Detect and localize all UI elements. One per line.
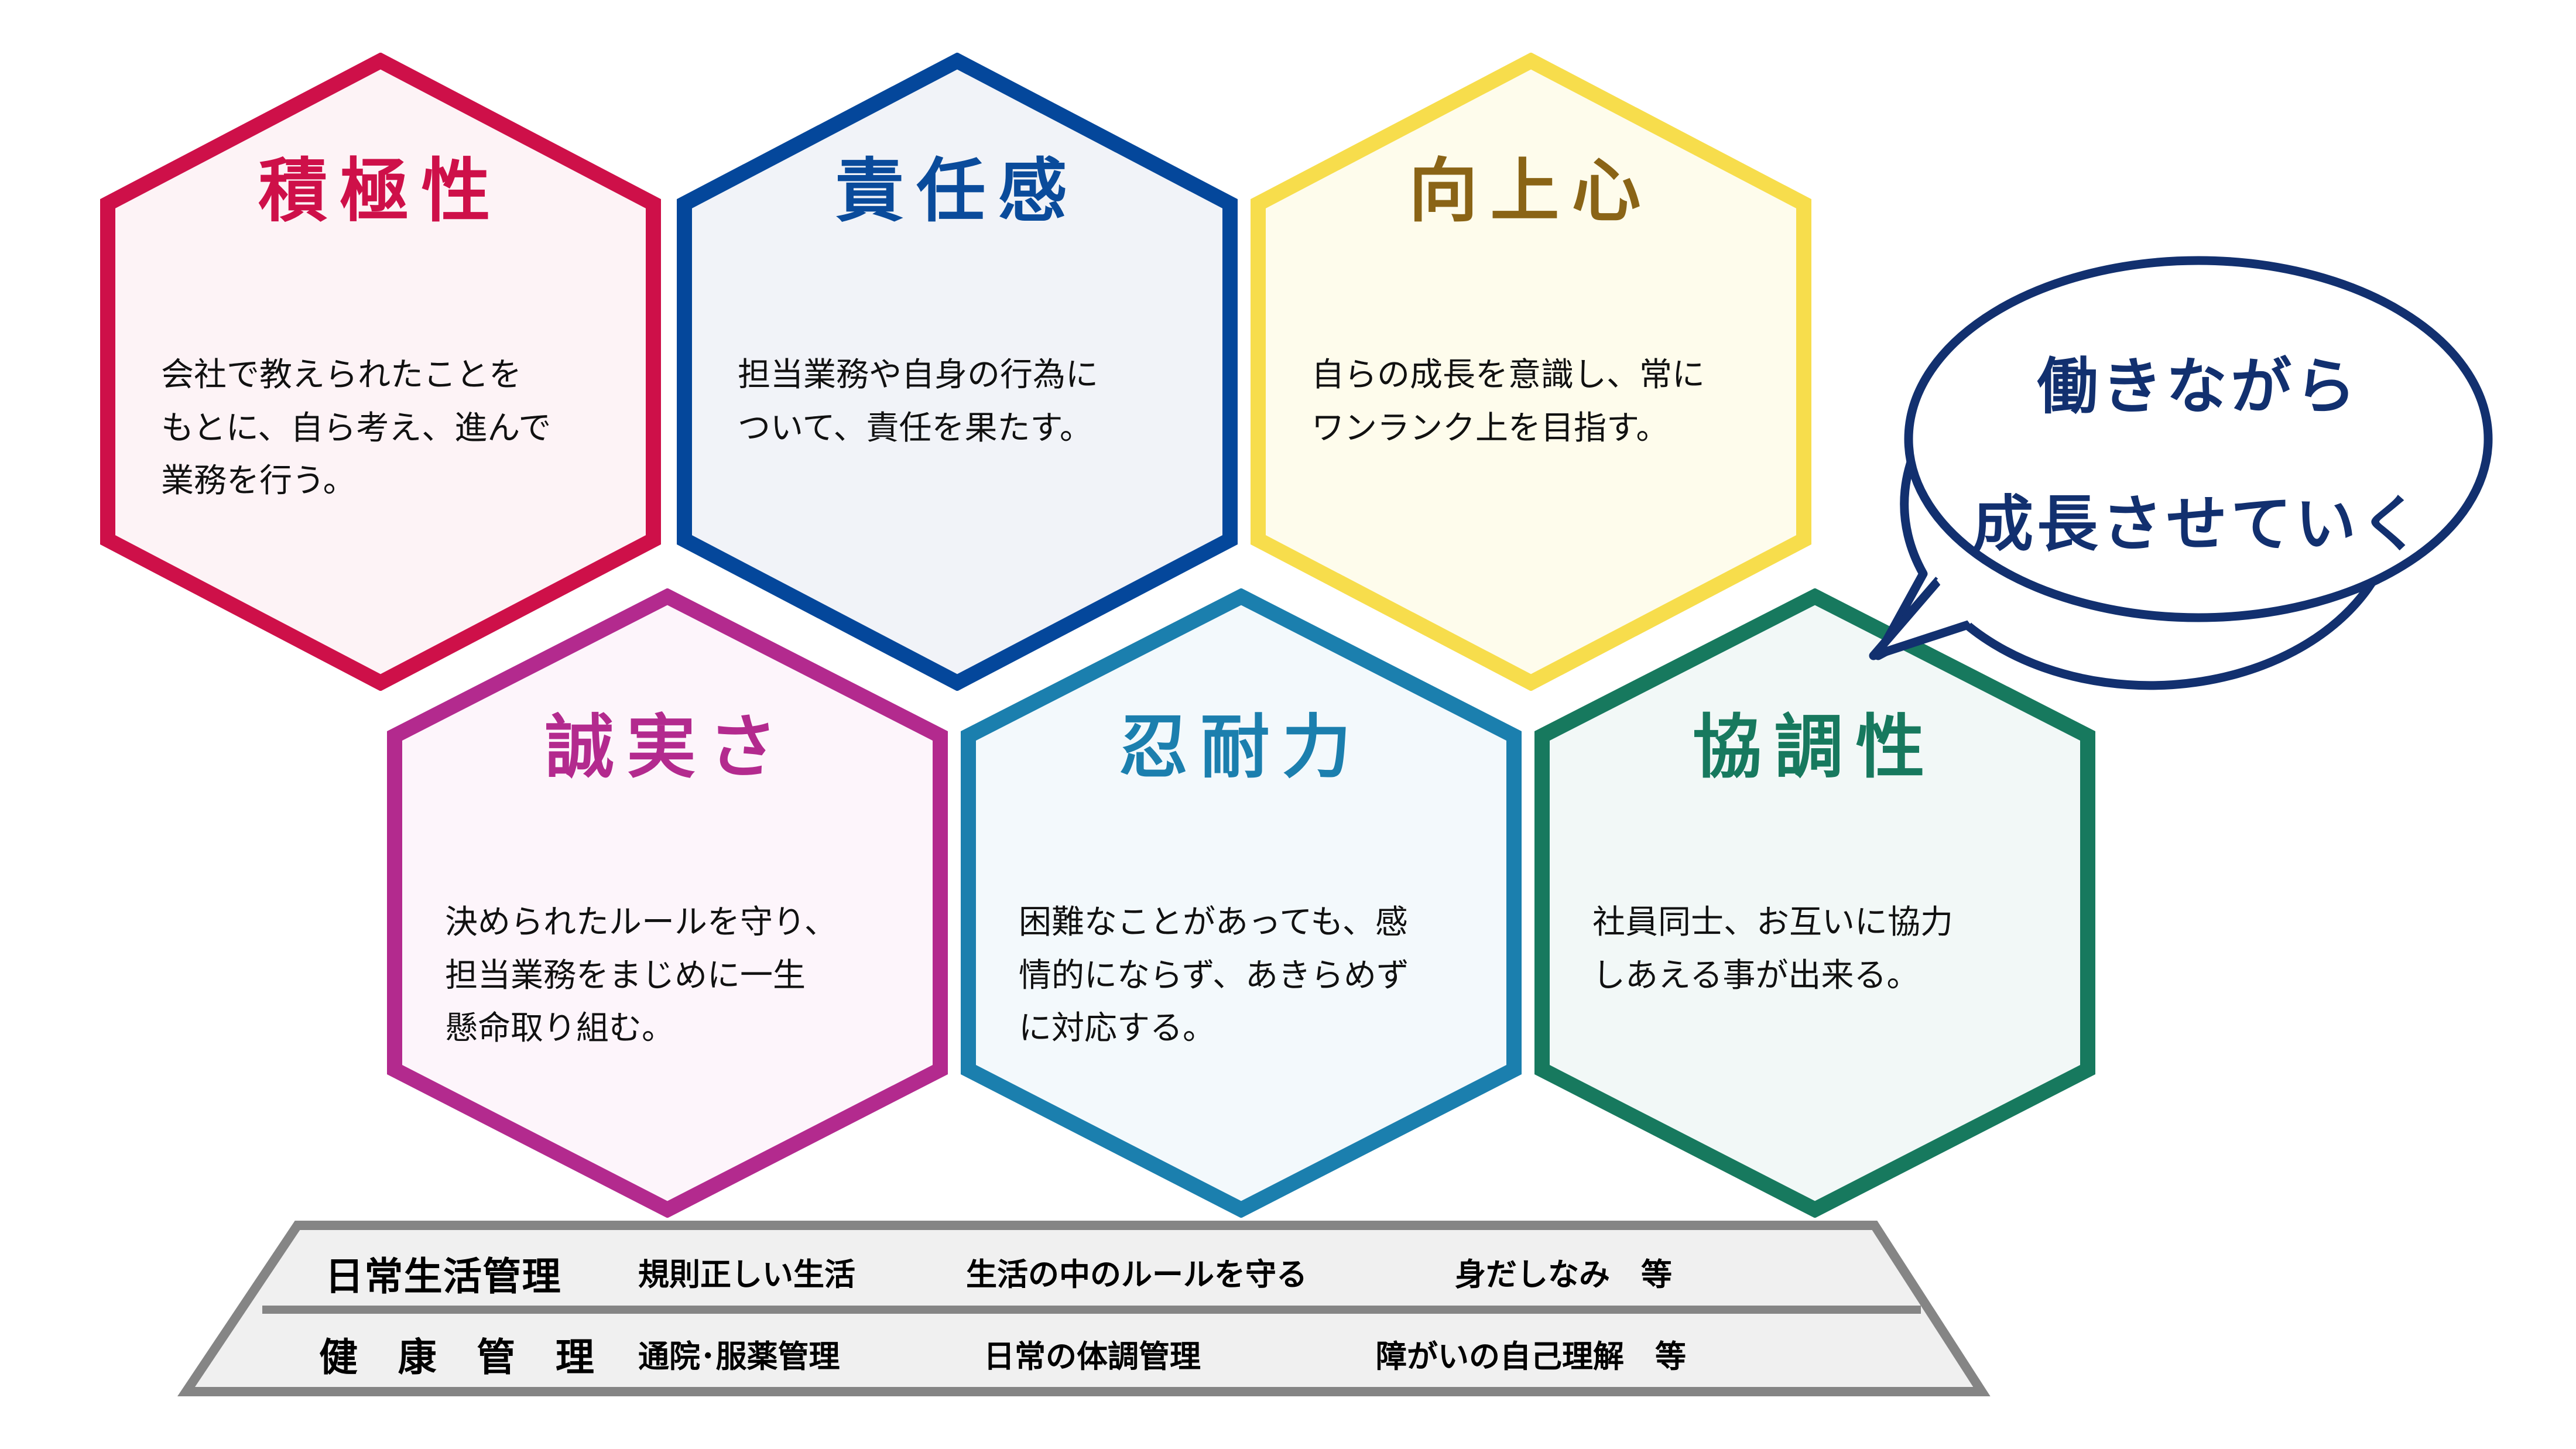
- banner-shape: [177, 1221, 1991, 1396]
- hexagon-title: 協調性: [1693, 709, 1937, 786]
- banner-row-item: 日常の体調管理: [984, 1340, 1201, 1374]
- desc-line: 決められたルールを守り、: [445, 903, 837, 940]
- banner-row-item: 障がいの自己理解 等: [1376, 1340, 1686, 1374]
- hexagon-title: 忍耐力: [1119, 709, 1364, 786]
- speech-bubble: 働きながら 成長させていく: [1815, 246, 2576, 691]
- hexagon-shape: [387, 588, 948, 1218]
- hexagon-nintairyoku[interactable]: 忍耐力 困難なことがあっても、感 情的にならず、あきらめず に対応する。: [960, 588, 1522, 1218]
- hexagon-title: 責任感: [835, 153, 1080, 230]
- hexagon-description: 困難なことがあっても、感 情的にならず、あきらめず に対応する。: [1019, 896, 1478, 1055]
- desc-line: 業務を行う。: [161, 462, 356, 499]
- banner-row-label: 健 康 管 理: [319, 1335, 595, 1379]
- banner-row-item: 生活の中のルールを守る: [966, 1258, 1307, 1292]
- desc-line: 懸命取り組む。: [445, 1009, 674, 1047]
- banner-row-label: 日常生活管理: [325, 1255, 561, 1298]
- hexagon-kyochosei[interactable]: 協調性 社員同士、お互いに協力 しあえる事が出来る。: [1534, 588, 2096, 1218]
- hexagon-title: 向上心: [1409, 153, 1653, 230]
- desc-line: しあえる事が出来る。: [1592, 956, 1920, 994]
- speech-bubble-shape: [1869, 256, 2493, 690]
- hexagon-sekkyokusei[interactable]: 積極性 会社で教えられたことを もとに、自ら考え、進んで 業務を行う。: [100, 53, 662, 691]
- banner-row-daily-living: 日常生活管理 規則正しい生活 生活の中のルールを守る 身だしなみ 等: [176, 1232, 1996, 1306]
- desc-line: 困難なことがあっても、感: [1019, 903, 1408, 940]
- desc-line: 担当業務や自身の行為に: [738, 356, 1098, 393]
- hexagon-kojoshin[interactable]: 向上心 自らの成長を意識し、常に ワンランク上を目指す。: [1250, 53, 1812, 691]
- bottom-banner: 日常生活管理 規則正しい生活 生活の中のルールを守る 身だしなみ 等 健 康 管…: [176, 1221, 1996, 1408]
- hexagon-seijitsusa[interactable]: 誠実さ 決められたルールを守り、 担当業務をまじめに一生 懸命取り組む。: [386, 588, 948, 1218]
- desc-line: ついて、責任を果たす。: [738, 409, 1092, 446]
- hexagon-shape: [677, 53, 1238, 691]
- desc-line: 自らの成長を意識し、常に: [1311, 356, 1705, 393]
- hexagon-sekininkan[interactable]: 責任感 担当業務や自身の行為に ついて、責任を果たす。: [676, 53, 1238, 691]
- desc-line: 情的にならず、あきらめず: [1019, 956, 1409, 994]
- desc-line: 担当業務をまじめに一生: [445, 956, 806, 994]
- hexagon-description: 決められたルールを守り、 担当業務をまじめに一生 懸命取り組む。: [445, 896, 905, 1055]
- desc-line: 社員同士、お互いに協力: [1592, 903, 1953, 940]
- hexagon-title: 積極性: [258, 153, 503, 230]
- hexagon-title: 誠実さ: [545, 709, 790, 786]
- speech-bubble-line-2: 成長させていく: [1972, 491, 2424, 559]
- speech-bubble-line-1: 働きながら: [2037, 353, 2360, 421]
- desc-line: もとに、自ら考え、進んで: [161, 409, 551, 446]
- desc-line: に対応する。: [1019, 1009, 1215, 1047]
- hexagon-description: 担当業務や自身の行為に ついて、責任を果たす。: [738, 348, 1188, 454]
- banner-row-health: 健 康 管 理 通院･服薬管理 日常の体調管理 障がいの自己理解 等: [176, 1316, 1996, 1389]
- hexagon-description: 自らの成長を意識し、常に ワンランク上を目指す。: [1311, 348, 1762, 454]
- hexagon-shape: [961, 588, 1522, 1218]
- hexagon-description: 社員同士、お互いに協力 しあえる事が出来る。: [1592, 896, 2052, 1002]
- banner-row-item: 規則正しい生活: [638, 1258, 855, 1292]
- desc-line: ワンランク上を目指す。: [1311, 409, 1669, 446]
- hexagon-shape: [1251, 53, 1811, 691]
- banner-row-item: 通院･服薬管理: [638, 1340, 840, 1374]
- hexagon-shape: [1534, 588, 2095, 1218]
- banner-row-item: 身だしなみ 等: [1455, 1258, 1672, 1292]
- desc-line: 会社で教えられたことを: [161, 356, 522, 393]
- hexagon-shape: [100, 53, 661, 691]
- hexagon-description: 会社で教えられたことを もとに、自ら考え、進んで 業務を行う。: [161, 348, 612, 508]
